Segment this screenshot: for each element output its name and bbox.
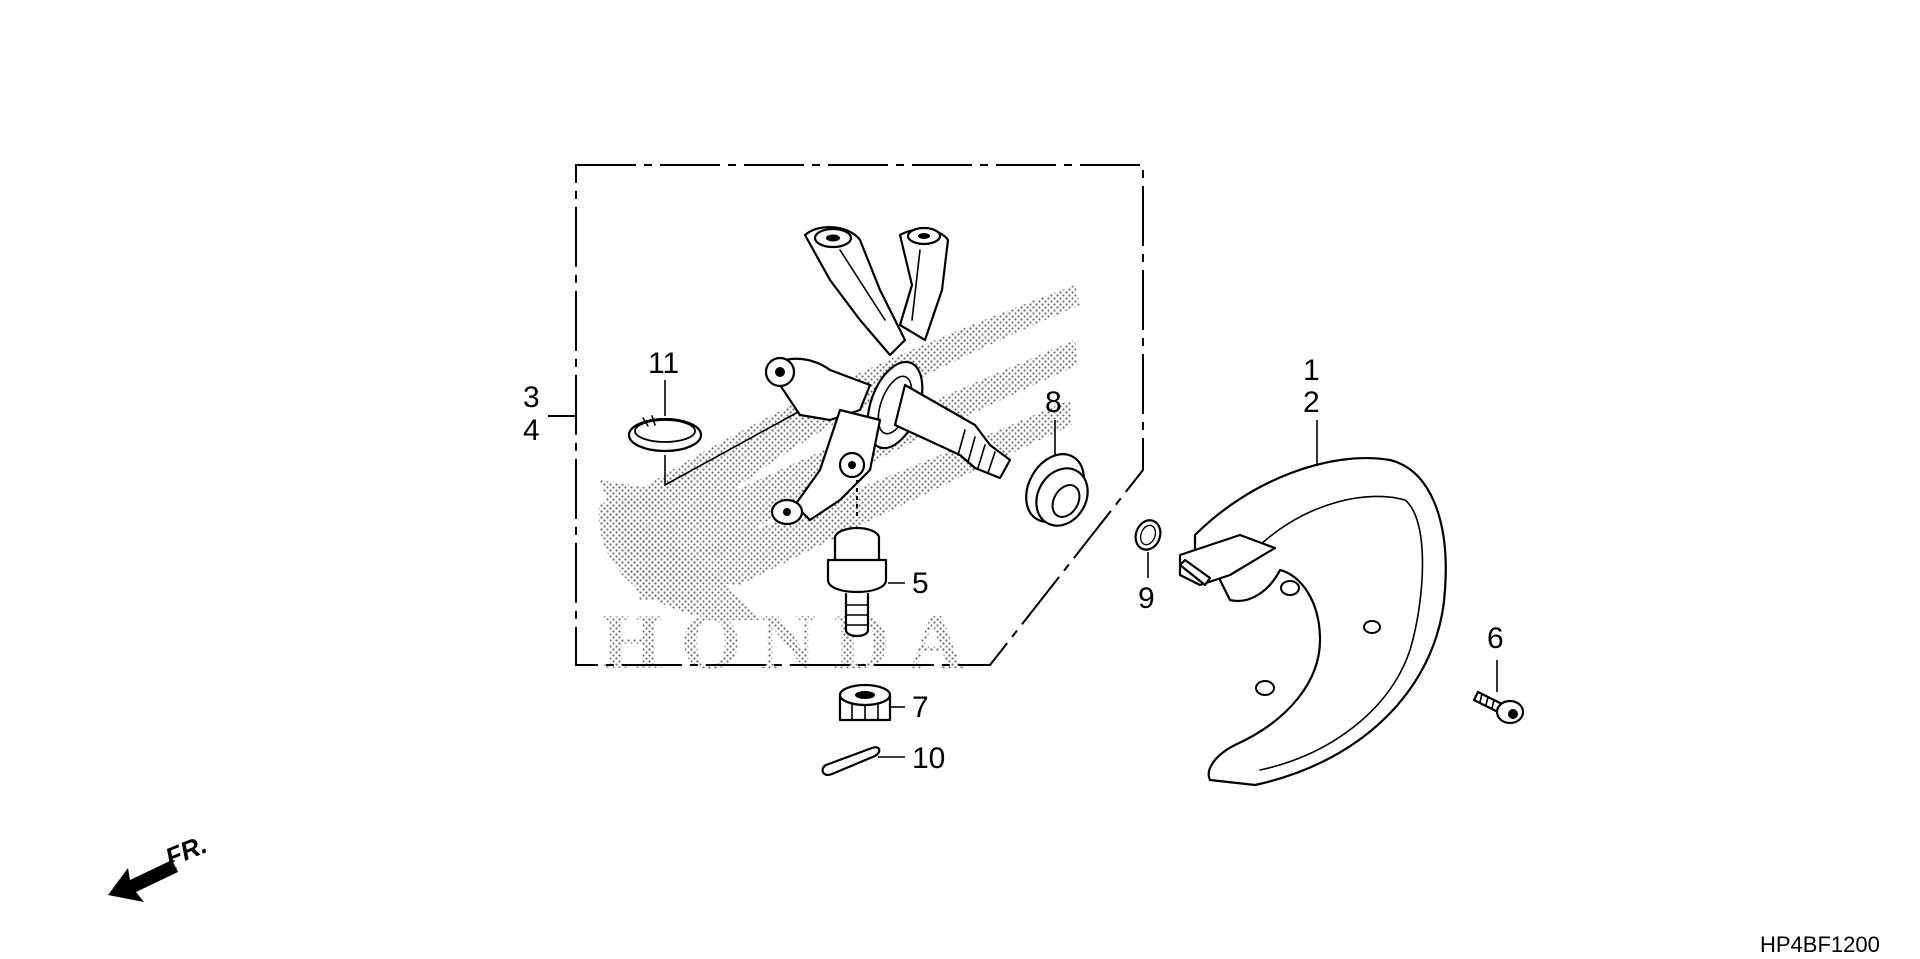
callout-2: 2	[1303, 386, 1320, 419]
callout-3: 3	[523, 381, 540, 414]
cotter-pin-part-10	[821, 746, 905, 776]
castle-nut-part-7	[838, 683, 905, 722]
ball-joint-part-5	[826, 480, 905, 638]
bolt-part-6	[1472, 660, 1525, 725]
callout-1: 1	[1303, 354, 1320, 387]
front-direction-arrow	[108, 860, 178, 902]
disc-cover-part-1-2	[1178, 420, 1447, 787]
o-ring-part-9	[1134, 519, 1162, 578]
callout-6: 6	[1487, 622, 1504, 655]
callout-7: 7	[912, 691, 929, 724]
part-11-leader	[664, 399, 821, 487]
callout-9: 9	[1138, 582, 1155, 615]
watermark-text: HONDA	[602, 598, 982, 685]
callout-11: 11	[648, 347, 679, 380]
dust-seal-part-8	[1025, 420, 1089, 527]
diagram-code: HP4BF1200	[1760, 932, 1880, 957]
assembly-bracket	[548, 164, 1144, 666]
callout-8: 8	[1045, 386, 1062, 419]
callout-10: 10	[912, 742, 945, 775]
snap-ring-part-11	[627, 380, 703, 453]
callout-5: 5	[912, 567, 929, 600]
callout-4: 4	[523, 414, 540, 447]
knuckle-part-3-4	[764, 226, 1012, 526]
